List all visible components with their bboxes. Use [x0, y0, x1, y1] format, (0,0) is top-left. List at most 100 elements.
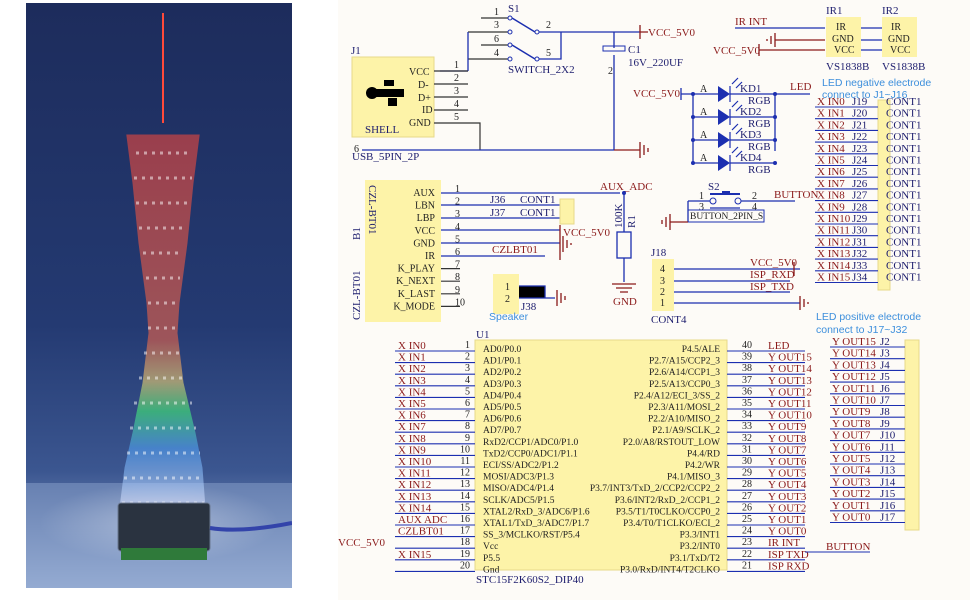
- pos-connector-row: Y OUT2 J15: [830, 488, 905, 500]
- connector-type: CONT1: [886, 260, 921, 272]
- mcu-pin-left: AD2/P0.23X IN2: [395, 363, 522, 378]
- b1-type-side: CZL-BT01: [351, 271, 363, 321]
- mcu-pin-num: 9: [465, 433, 470, 444]
- mcu-net: X IN10: [398, 456, 432, 468]
- j18-pin: 3: [660, 276, 665, 287]
- mcu-pin-num: 24: [742, 526, 752, 537]
- s2-pin: 3: [699, 202, 704, 213]
- connector-type: CONT1: [886, 143, 921, 155]
- mcu-pin-name: AD1/P0.1: [483, 357, 522, 367]
- b1-pin-name: K_PLAY: [398, 264, 435, 275]
- ir1-pin: GND: [832, 34, 854, 45]
- mcu-pin-name: P3.7/INT3/TxD_2/CCP2/CCP2_2: [590, 484, 720, 494]
- connector-ref: J30: [852, 225, 868, 237]
- j1-pin-num: 5: [454, 112, 459, 123]
- mcu-pin-num: 18: [460, 537, 470, 548]
- mcu-pin-num: 32: [742, 433, 752, 444]
- mcu-pin-name: Vcc: [483, 542, 498, 552]
- y-out-net: Y OUT2: [832, 488, 870, 500]
- j38-ref: J38: [521, 301, 537, 313]
- mcu-pin-name: P4.1/MISO_3: [667, 473, 720, 483]
- y-out-net: Y OUT3: [832, 476, 871, 488]
- mcu-pin-name: XTAL2/RxD_3/ADC6/P1.6: [483, 507, 590, 517]
- mcu-pin-name: P3.3/INT1: [680, 531, 721, 541]
- mcu-pin-num: 4: [465, 375, 470, 386]
- mcu-pin-num: 13: [460, 479, 470, 490]
- led-anode-label: A: [700, 84, 708, 95]
- mcu-pin-num: 5: [465, 386, 470, 397]
- u1-ref: U1: [476, 329, 489, 341]
- connector-ref: J15: [880, 488, 896, 500]
- b1-pin-name: IR: [425, 251, 435, 262]
- mcu-net: Y OUT7: [768, 444, 807, 456]
- mcu-net: Y OUT0: [768, 526, 807, 538]
- connector-type: CONT1: [886, 190, 921, 202]
- mcu-pin-name: ECI/SS/ADC2/P1.2: [483, 461, 559, 471]
- led-ref: KD2: [740, 106, 761, 118]
- ir-int-net: IR INT: [735, 16, 767, 28]
- mcu-net: X IN1: [398, 352, 426, 364]
- mcu-pin-num: 17: [460, 526, 470, 537]
- connector-ref: J32: [852, 248, 867, 260]
- connector-type: CONT1: [886, 155, 921, 167]
- mcu-pin-name: P3.0/RxD/INT4/T2CLKO: [620, 565, 720, 575]
- mcu-pin-num: 3: [465, 363, 470, 374]
- mcu-pin-num: 22: [742, 549, 752, 560]
- led-type: RGB: [748, 164, 771, 176]
- b1-pin-name: LBN: [415, 201, 435, 212]
- mcu-net: X IN6: [398, 410, 426, 422]
- mcu-net: X IN15: [398, 549, 432, 561]
- led-type: RGB: [748, 118, 771, 130]
- mcu-pin-name: MISO/ADC4/P1.4: [483, 484, 554, 494]
- mcu-pin-name: P2.4/A12/ECI_3/SS_2: [634, 391, 721, 401]
- mcu-pin-name: P2.2/A10/MISO_2: [648, 415, 720, 425]
- led-anode-label: A: [700, 107, 708, 118]
- mcu-pin-num: 10: [460, 444, 470, 455]
- mcu-net: X IN2: [398, 363, 426, 375]
- led-net-label: LED: [790, 81, 811, 93]
- j36-ref: J36: [490, 194, 506, 206]
- j1-shell: SHELL: [365, 124, 400, 136]
- ir1-pin: VCC: [834, 45, 855, 56]
- diode-icon: [718, 86, 730, 102]
- b1-pin-num: 1: [455, 184, 460, 195]
- connector-type: CONT1: [886, 166, 921, 178]
- x-in-net: X IN15: [817, 272, 851, 284]
- mcu-pin-name: P3.1/TxD/T2: [670, 554, 721, 564]
- connector-type: CONT1: [886, 96, 921, 108]
- led-type: RGB: [748, 95, 771, 107]
- b1-pin-name: GND: [413, 238, 435, 249]
- connector-ref: J31: [852, 236, 867, 248]
- j1-type: USB_5PIN_2P: [352, 151, 419, 163]
- mcu-pin-num: 29: [742, 468, 752, 479]
- resistor-r1: 100K R1 GND: [612, 191, 638, 308]
- x-in-net: X IN8: [817, 190, 845, 202]
- diode-icon: [718, 132, 730, 148]
- y-out-net: Y OUT1: [832, 500, 870, 512]
- mcu-pin-left: AD6/P0.67X IN6: [395, 410, 522, 425]
- mcu-net: ISP TXD: [768, 549, 809, 561]
- s2-type: BUTTON_2PIN_S: [690, 212, 763, 222]
- mcu-pin-name: TxD2/CCP0/ADC1/P1.1: [483, 449, 578, 459]
- mcu-net: CZLBT01: [398, 526, 444, 538]
- x-in-net: X IN5: [817, 155, 845, 167]
- mcu-pin-name: P2.5/A13/CCP0_3: [649, 380, 720, 390]
